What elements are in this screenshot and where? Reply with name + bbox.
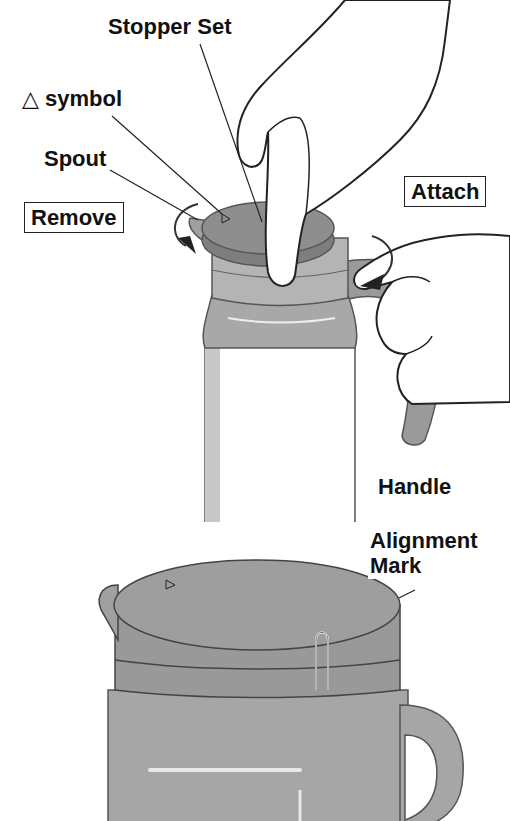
action-box: Remove xyxy=(24,202,124,233)
part-label: △ symbol xyxy=(20,86,124,111)
triangle-symbol xyxy=(166,580,175,589)
part-label: Spout xyxy=(42,146,108,171)
action-text: Remove xyxy=(31,205,117,230)
hand-crease xyxy=(392,277,432,354)
bottle-top-view xyxy=(175,0,510,522)
leader-line xyxy=(112,116,222,214)
highlight xyxy=(228,318,335,323)
part-label: Handle xyxy=(376,474,453,499)
bottle-detail-view xyxy=(99,560,463,821)
part-label: Alignment Mark xyxy=(368,528,500,579)
leader-line xyxy=(200,44,262,222)
hand xyxy=(354,234,510,404)
bottle-body xyxy=(108,690,408,821)
bottle-body xyxy=(205,345,355,522)
part-label: Stopper Set xyxy=(106,14,233,39)
handle-opening xyxy=(405,735,437,820)
action-box: Attach xyxy=(404,176,486,207)
action-text: Attach xyxy=(411,179,479,204)
arrowhead xyxy=(360,274,384,290)
stopper-lid xyxy=(114,560,400,650)
handle xyxy=(400,705,463,821)
collar-line xyxy=(115,660,400,669)
body-shade xyxy=(205,345,220,522)
hand-crease xyxy=(268,117,309,214)
highlight xyxy=(150,768,300,772)
alignment-mark xyxy=(316,633,328,691)
alignment-mark xyxy=(316,633,328,691)
triangle-symbol xyxy=(222,214,230,223)
arrowhead xyxy=(178,236,196,254)
highlight xyxy=(299,790,302,821)
